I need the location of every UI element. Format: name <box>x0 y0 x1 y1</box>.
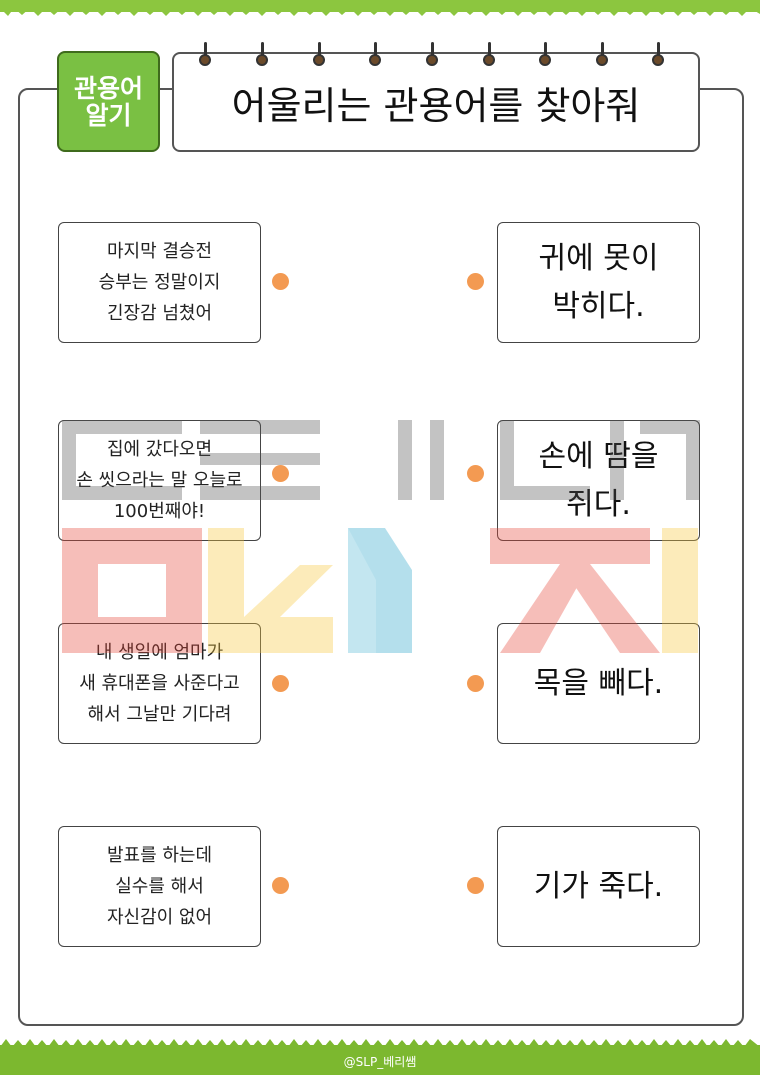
page-title-box: 어울리는 관용어를 찾아줘 <box>172 52 700 152</box>
situation-line: 손 씻으라는 말 오늘로 <box>76 470 243 491</box>
grass-border-bottom <box>0 1039 760 1075</box>
idiom-line: 귀에 못이 <box>538 240 659 276</box>
connect-dot-left-4[interactable] <box>272 877 289 894</box>
situation-card-2: 집에 갔다오면 손 씻으라는 말 오늘로 100번째야! <box>58 420 261 541</box>
connect-dot-left-3[interactable] <box>272 675 289 692</box>
connect-dot-right-3[interactable] <box>467 675 484 692</box>
idiom-card-1: 귀에 못이 박히다. <box>497 222 700 343</box>
situation-line: 새 휴대폰을 사준다고 <box>79 673 240 694</box>
binder-ring-icon <box>312 42 326 70</box>
binder-rings <box>192 42 682 72</box>
footer-credit: @SLP_베리쌤 <box>343 1055 417 1069</box>
idiom-card-2: 손에 땀을 쥐다. <box>497 420 700 541</box>
badge-line-2: 알기 <box>85 100 132 130</box>
grass-blades-top <box>0 8 760 16</box>
binder-ring-icon <box>425 42 439 70</box>
situation-line: 자신감이 없어 <box>106 907 213 928</box>
idiom-line: 쥐다. <box>566 486 631 522</box>
binder-ring-icon <box>651 42 665 70</box>
situation-line: 마지막 결승전 <box>106 241 213 262</box>
situation-line: 긴장감 넘쳤어 <box>106 303 213 324</box>
binder-ring-icon <box>255 42 269 70</box>
idiom-card-4: 기가 죽다. <box>497 826 700 947</box>
situation-card-3: 내 생일에 엄마가 새 휴대폰을 사준다고 해서 그날만 기다려 <box>58 623 261 744</box>
situation-card-1: 마지막 결승전 승부는 정말이지 긴장감 넘쳤어 <box>58 222 261 343</box>
grass-blades-bottom <box>0 1039 760 1047</box>
connect-dot-right-2[interactable] <box>467 465 484 482</box>
binder-ring-icon <box>595 42 609 70</box>
situation-line: 내 생일에 엄마가 <box>95 642 224 663</box>
topic-badge: 관용어 알기 <box>57 51 160 152</box>
idiom-line: 기가 죽다. <box>533 868 664 904</box>
connect-dot-right-1[interactable] <box>467 273 484 290</box>
binder-ring-icon <box>368 42 382 70</box>
page-title: 어울리는 관용어를 찾아줘 <box>231 83 641 128</box>
badge-line-1: 관용어 <box>73 73 143 103</box>
binder-ring-icon <box>198 42 212 70</box>
idiom-line: 목을 빼다. <box>533 665 664 701</box>
situation-line: 발표를 하는데 <box>106 845 213 866</box>
situation-line: 집에 갔다오면 <box>106 439 213 460</box>
situation-line: 실수를 해서 <box>115 876 204 897</box>
binder-ring-icon <box>482 42 496 70</box>
idiom-line: 박히다. <box>552 288 645 324</box>
connect-dot-left-2[interactable] <box>272 465 289 482</box>
situation-line: 승부는 정말이지 <box>98 272 221 293</box>
idiom-line: 손에 땀을 <box>538 438 659 474</box>
situation-card-4: 발표를 하는데 실수를 해서 자신감이 없어 <box>58 826 261 947</box>
connect-dot-right-4[interactable] <box>467 877 484 894</box>
situation-line: 해서 그날만 기다려 <box>87 704 232 725</box>
situation-line: 100번째야! <box>113 501 206 522</box>
grass-border-top <box>0 0 760 16</box>
idiom-card-3: 목을 빼다. <box>497 623 700 744</box>
connect-dot-left-1[interactable] <box>272 273 289 290</box>
binder-ring-icon <box>538 42 552 70</box>
